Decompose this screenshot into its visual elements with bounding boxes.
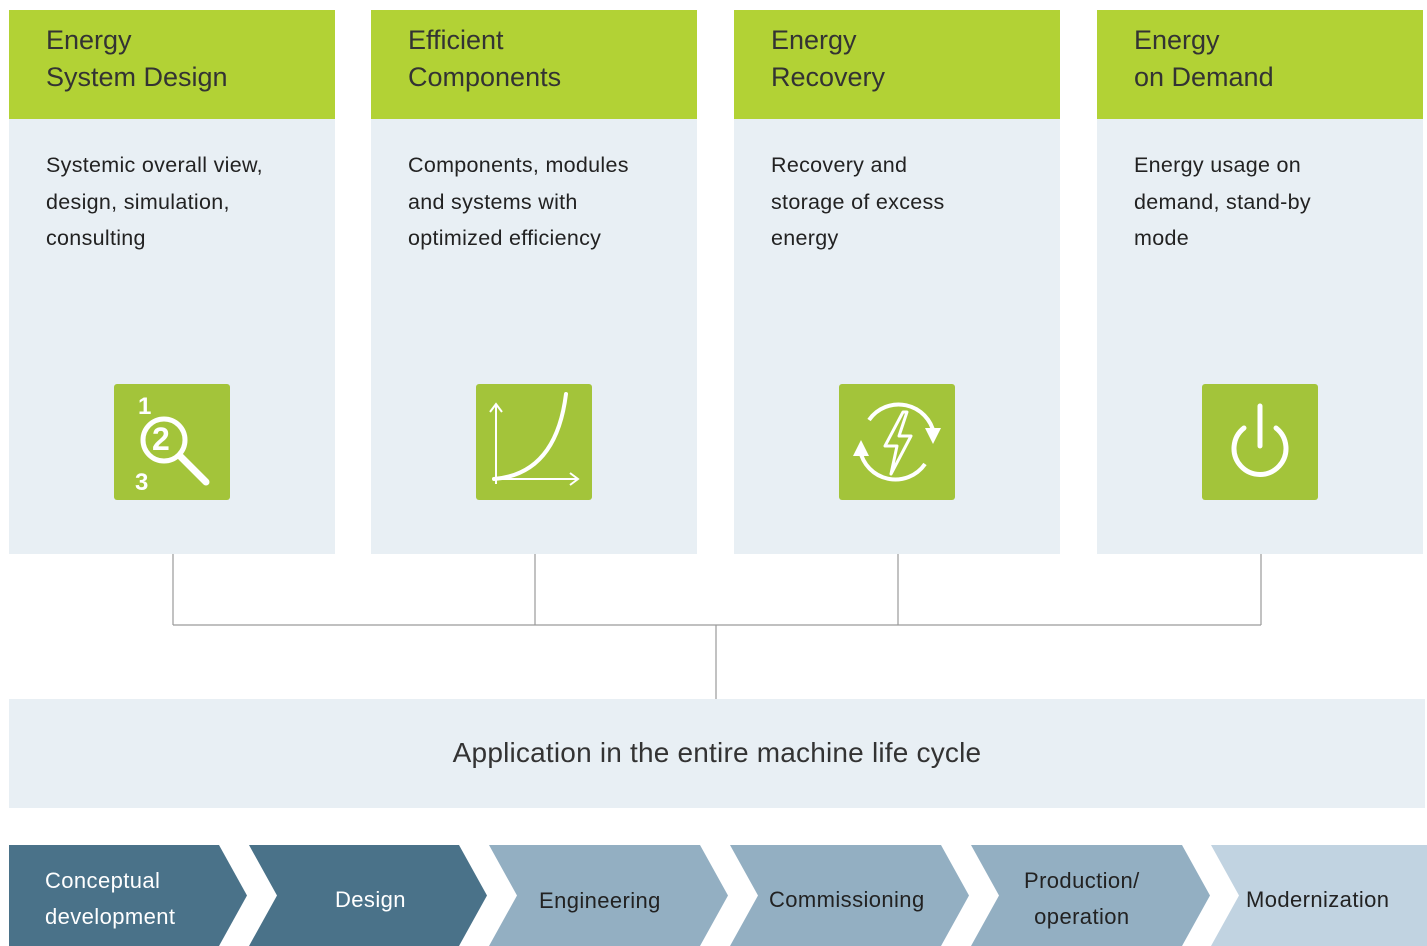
card-description: Components, modules and systems with opt…	[408, 147, 688, 257]
stage-label-line: Engineering	[539, 888, 661, 913]
stage-label-production-operation: Production/ operation	[1024, 863, 1140, 935]
stage-chevron-design	[249, 845, 487, 946]
stage-label-design: Design	[335, 882, 406, 918]
card-description-line: demand, stand-by	[1134, 189, 1311, 214]
card-title-line: Energy	[771, 25, 857, 55]
card-description-line: Energy usage on	[1134, 153, 1302, 177]
stage-chevron-commissioning	[730, 845, 969, 946]
stage-label-line: Conceptual	[45, 868, 161, 893]
card-title-line: Energy	[1134, 25, 1220, 55]
power-icon	[1202, 384, 1318, 500]
stage-label-conceptual-development: Conceptual development	[45, 863, 175, 935]
card-description-line: design, simulation,	[46, 189, 230, 214]
stage-label-line: Modernization	[1246, 887, 1390, 912]
card-energy-on-demand: Energy on Demand Energy usage on demand,…	[1097, 10, 1423, 554]
card-title-line: Components	[408, 62, 562, 92]
card-description-line: optimized efficiency	[408, 226, 602, 250]
card-efficient-components: Efficient Components Components, modules…	[371, 10, 697, 554]
card-title-line: Recovery	[771, 62, 886, 92]
card-energy-recovery: Energy Recovery Recovery and storage of …	[734, 10, 1060, 554]
card-header: Energy on Demand	[1097, 10, 1423, 119]
stage-label-line: operation	[1034, 904, 1130, 929]
card-description: Energy usage on demand, stand-by mode	[1134, 147, 1414, 257]
stage-chevrons	[9, 845, 1427, 946]
stage-chevron-production-operation	[971, 845, 1210, 946]
stage-label-line: Production/	[1024, 868, 1140, 893]
card-title-line: Energy	[46, 25, 132, 55]
stage-chevron-engineering	[489, 845, 728, 946]
card-description-line: and systems with	[408, 189, 578, 214]
stage-chevron-conceptual-development	[9, 845, 247, 946]
icon-digit-1: 1	[138, 393, 151, 420]
card-energy-system-design: Energy System Design Systemic overall vi…	[9, 10, 335, 554]
card-title: Energy System Design	[46, 22, 228, 96]
lifecycle-bar: Application in the entire machine life c…	[9, 699, 1425, 808]
stage-label-line: Design	[335, 887, 406, 912]
card-description-line: Components, modules	[408, 153, 629, 177]
card-header: Energy System Design	[9, 10, 335, 119]
card-title-line: Efficient	[408, 25, 504, 55]
stage-label-line: Commissioning	[769, 887, 925, 912]
efficiency-curve-icon	[476, 384, 592, 500]
stage-chevron-modernization	[1211, 845, 1427, 946]
icon-digit-2: 2	[152, 421, 170, 457]
card-description-line: mode	[1134, 226, 1189, 250]
card-title: Energy Recovery	[771, 22, 885, 96]
card-title-line: on Demand	[1134, 62, 1274, 92]
stage-label-line: development	[45, 904, 176, 929]
lifecycle-stages: Conceptual development Design Engineerin…	[0, 845, 1427, 946]
card-description-line: energy	[771, 226, 839, 250]
stage-label-modernization: Modernization	[1246, 882, 1389, 918]
card-header: Efficient Components	[371, 10, 697, 119]
stage-label-engineering: Engineering	[539, 883, 661, 919]
card-description-line: Systemic overall view,	[46, 153, 263, 177]
card-description: Recovery and storage of excess energy	[771, 147, 1051, 257]
lifecycle-label: Application in the entire machine life c…	[452, 737, 982, 768]
card-description-line: storage of excess	[771, 189, 945, 214]
card-description-line: Recovery and	[771, 153, 908, 177]
stage-label-commissioning: Commissioning	[769, 882, 925, 918]
card-description: Systemic overall view, design, simulatio…	[46, 147, 326, 257]
magnifier-numbers-icon: 1 2 3	[114, 384, 230, 500]
card-title-line: System Design	[46, 62, 228, 92]
icon-digit-3: 3	[135, 469, 148, 496]
card-title: Efficient Components	[408, 22, 561, 96]
card-description-line: consulting	[46, 226, 146, 250]
energy-recycle-icon	[839, 384, 955, 500]
card-title: Energy on Demand	[1134, 22, 1274, 96]
card-header: Energy Recovery	[734, 10, 1060, 119]
